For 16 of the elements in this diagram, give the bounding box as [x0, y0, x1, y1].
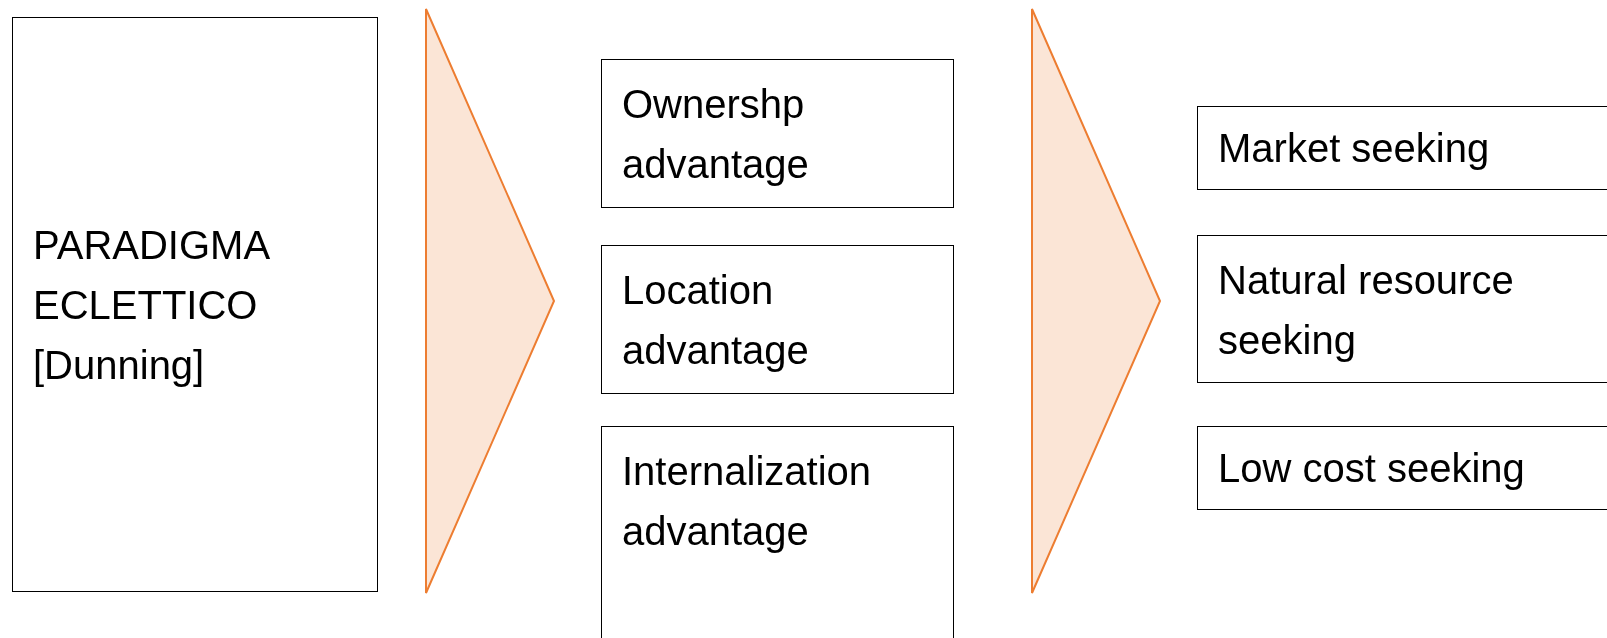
- box-label: Low cost seeking: [1218, 445, 1526, 492]
- box-label: Market seeking: [1218, 125, 1491, 172]
- box-label: Natural resource seeking: [1218, 257, 1515, 364]
- text-box: [601, 426, 954, 638]
- chevron-arrow: [425, 8, 555, 594]
- box-label: Internalization advantage: [622, 448, 873, 555]
- text-box: [601, 59, 954, 208]
- text-box: [1197, 426, 1607, 510]
- text-box: [1197, 235, 1607, 383]
- chevron-arrow: [1031, 8, 1161, 594]
- text-box: [12, 17, 378, 592]
- text-box: [1197, 106, 1607, 190]
- box-label: PARADIGMA ECLETTICO [Dunning]: [33, 221, 270, 389]
- box-label: Location advantage: [622, 267, 810, 374]
- text-box: [601, 245, 954, 394]
- box-label: Ownershp advantage: [622, 81, 810, 188]
